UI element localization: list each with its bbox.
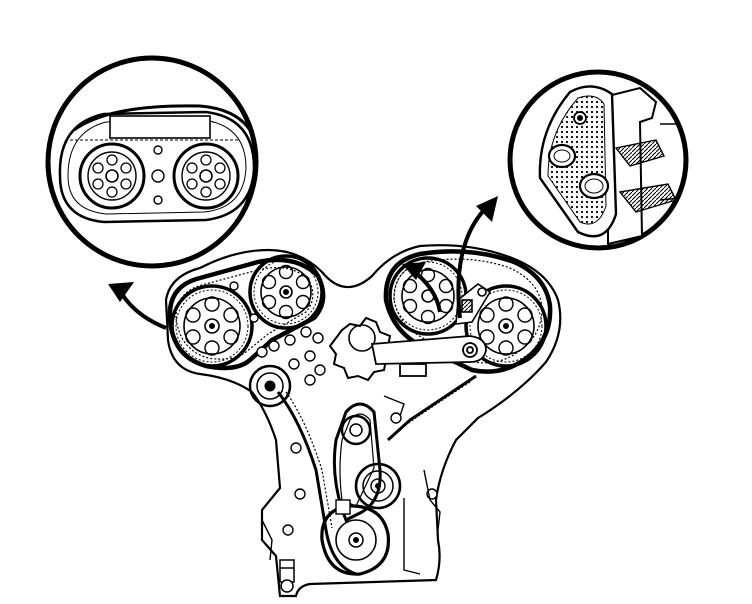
engine-outline	[164, 244, 562, 598]
sprocket-left-lower	[170, 284, 254, 368]
crankshaft-sprocket	[320, 499, 391, 576]
sprocket-right-left	[388, 256, 468, 336]
callout-arrow-right	[456, 196, 498, 319]
detail-circle-right	[507, 69, 689, 251]
callout-arrow-left	[108, 282, 167, 330]
tensioner-pulley-center	[340, 414, 372, 446]
sprocket-left-upper	[248, 254, 324, 330]
idler-pulley-lower	[354, 462, 402, 510]
idler-pulley-left	[248, 364, 292, 408]
crank-nose	[279, 559, 295, 593]
water-pump	[328, 316, 396, 382]
lower-cover-details	[261, 395, 441, 575]
idler-arm	[370, 335, 487, 377]
tensioner-bracket	[455, 283, 492, 325]
callout-arrow-tensioner	[402, 262, 442, 313]
sprocket-right-right	[464, 284, 548, 368]
detail-circle-left	[45, 55, 259, 269]
